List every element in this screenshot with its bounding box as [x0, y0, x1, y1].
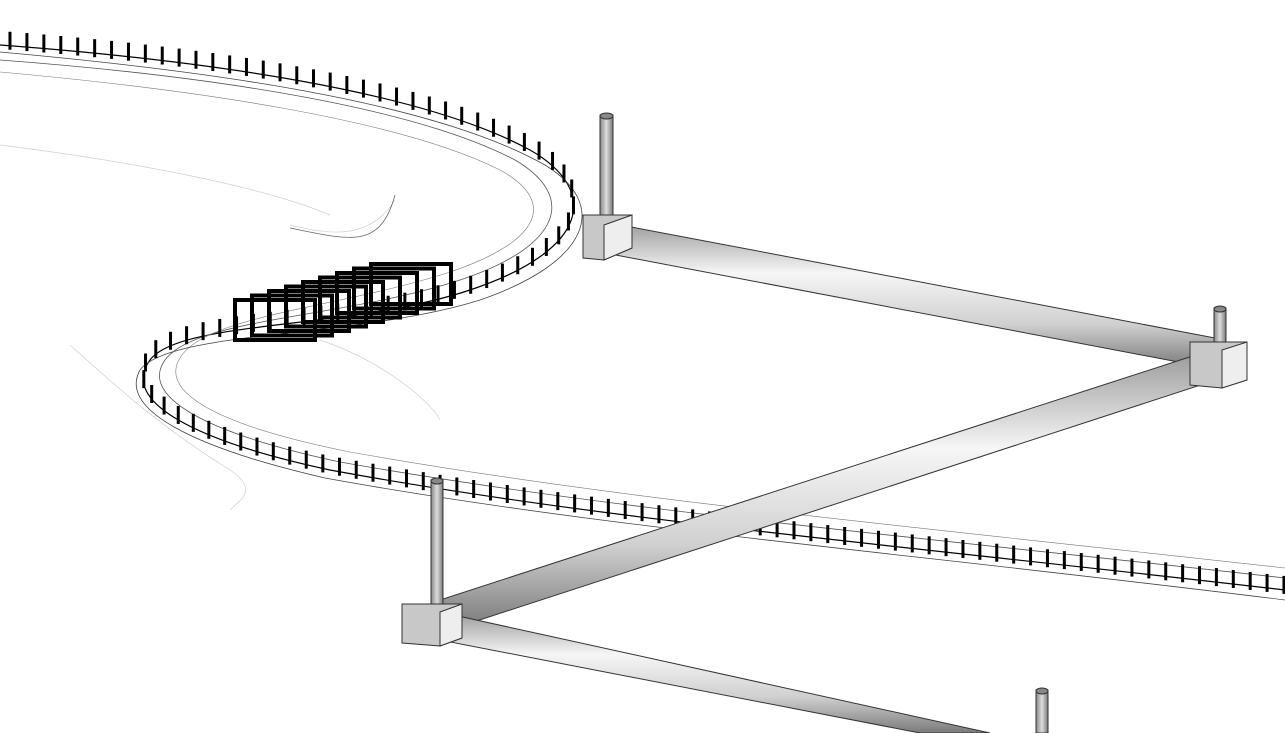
post-2 — [1213, 307, 1227, 347]
rib-frames — [233, 262, 453, 342]
pipe-a — [599, 221, 1216, 369]
joint-box-1 — [582, 214, 633, 261]
post-1 — [599, 114, 614, 219]
rib-frame — [318, 275, 402, 320]
rib-frame — [369, 262, 453, 306]
joint-box-2 — [1189, 341, 1248, 389]
post-4 — [1035, 689, 1049, 733]
rib-frame — [335, 271, 419, 315]
pipe-frame — [401, 112, 1248, 733]
construction-lines — [0, 144, 441, 511]
joint-box-3 — [401, 603, 463, 647]
rib-frame — [352, 266, 436, 311]
pipe-b — [439, 351, 1223, 629]
pipe-c — [439, 611, 991, 733]
track-supports — [8, 31, 1285, 594]
post-3 — [430, 479, 444, 605]
